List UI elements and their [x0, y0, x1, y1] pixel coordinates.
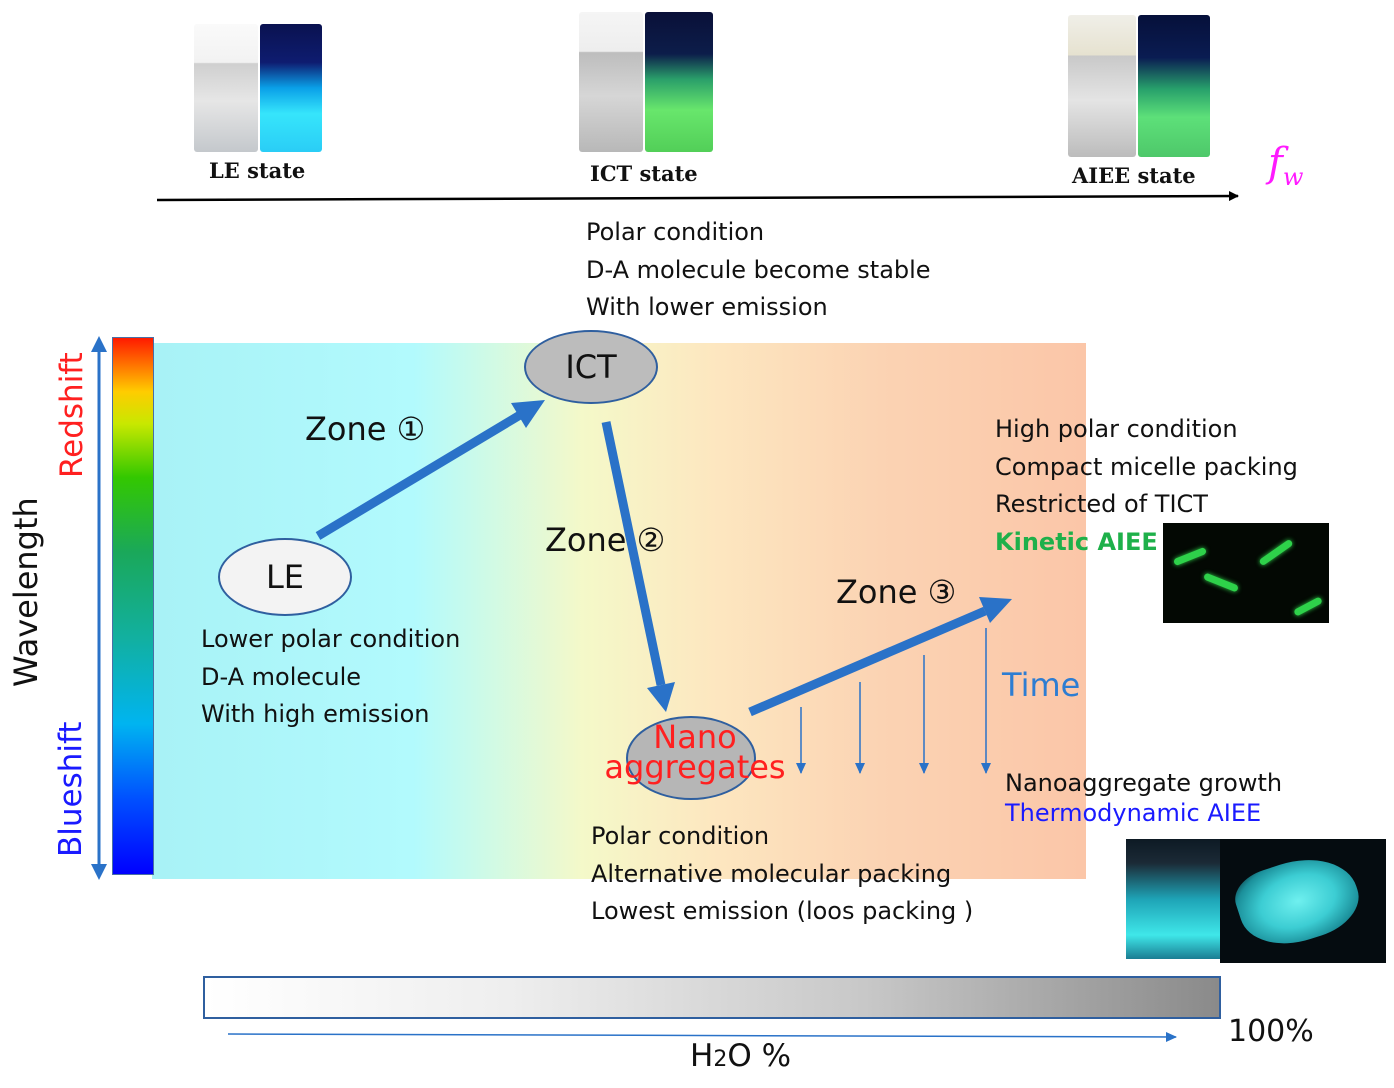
le-description-line-2: D-A molecule [201, 662, 361, 691]
fw-label: fw [1268, 140, 1303, 191]
ict-node: ICT [524, 330, 658, 404]
le-vial-daylight-photo [194, 24, 258, 152]
le-description-line-3: With high emission [201, 700, 430, 728]
ict-description: Polar condition D-A molecule become stab… [586, 214, 931, 327]
zone2-arrow-head [647, 682, 675, 712]
blueshift-label: Blueshift [53, 721, 89, 857]
green-rod-2 [1258, 538, 1294, 567]
zone3-arrow-shaft [748, 606, 987, 717]
zone1-arrow-head [511, 400, 545, 428]
time-label: Time [1002, 666, 1081, 704]
h2o-title-rest: O % [727, 1038, 792, 1074]
green-rod-3 [1202, 572, 1240, 593]
zone-2-label: Zone ② [545, 521, 666, 559]
ict-vial-daylight-photo [579, 12, 643, 152]
aiee-vial-daylight-photo [1068, 15, 1136, 157]
thermodynamic-description-line-1: Nanoaggregate growth [1005, 769, 1283, 797]
aiee-state-label: AIEE state [1072, 163, 1196, 188]
zone2-arrow-shaft [601, 421, 666, 686]
kinetic-description-line-3: Restricted of TICT [995, 490, 1208, 518]
nano-description-line-1: Polar condition [591, 822, 770, 850]
le-node: LE [218, 538, 352, 616]
crystal-cluster [1228, 844, 1368, 958]
le-state-label: LE state [209, 158, 306, 183]
kinetic-description-line-1: High polar condition [995, 415, 1238, 443]
h2o-end-label: 100% [1228, 1014, 1314, 1049]
nano-node-label-line-1: Nano [653, 718, 737, 756]
thermodynamic-tubes-photo [1126, 839, 1220, 959]
redshift-label: Redshift [54, 352, 90, 478]
kinetic-aiee-label: Kinetic AIEE [995, 527, 1158, 556]
le-vial-uv-photo [260, 24, 322, 152]
nano-description-line-2: Alternative molecular packing [591, 859, 952, 888]
zone3-arrow-head [979, 597, 1012, 623]
nano-node-label-line-2: aggregates [604, 748, 786, 786]
h2o-gradient-bar [203, 976, 1221, 1019]
spectrum-bar [112, 337, 154, 875]
nano-node [626, 716, 756, 800]
h2o-title-sub: 2 [713, 1047, 728, 1072]
wavelength-axis-title: Wavelength [7, 497, 45, 687]
wavelength-axis-bottom-head [91, 864, 107, 880]
wavelength-axis-top-head [91, 336, 107, 352]
le-description-line-1: Lower polar condition [201, 625, 461, 653]
ict-description-line-1: Polar condition [586, 218, 765, 246]
kinetic-description-line-2: Compact micelle packing [995, 452, 1298, 481]
thermodynamic-crystals-photo [1220, 839, 1386, 963]
le-description: Lower polar condition D-A molecule With … [201, 621, 460, 734]
aiee-vial-uv-photo [1138, 15, 1210, 157]
ict-state-label: ICT state [590, 161, 698, 186]
kinetic-description: High polar condition Compact micelle pac… [995, 411, 1298, 561]
green-rod-4 [1293, 596, 1323, 617]
thermodynamic-description: Nanoaggregate growth Thermodynamic AIEE [1005, 768, 1282, 828]
fw-axis-line [156, 191, 1239, 202]
ict-vial-uv-photo [645, 12, 713, 152]
fw-label-f: f [1268, 140, 1283, 186]
green-rod-1 [1172, 546, 1208, 567]
ict-description-line-3: With lower emission [586, 293, 828, 321]
h2o-title-h: H [690, 1038, 714, 1074]
zone-1-label: Zone ① [305, 410, 426, 448]
nano-node-label: Nano aggregates [600, 718, 790, 786]
ict-description-line-2: D-A molecule become stable [586, 255, 931, 284]
kinetic-aiee-microscopy-image [1163, 523, 1329, 623]
h2o-axis-line [227, 1031, 1177, 1042]
zone1-arrow-shaft [315, 411, 523, 540]
thermodynamic-aiee-label: Thermodynamic AIEE [1005, 799, 1262, 827]
zone-3-label: Zone ③ [836, 573, 957, 611]
h2o-axis-title: H2O % [690, 1038, 791, 1074]
nano-description: Polar condition Alternative molecular pa… [591, 818, 973, 931]
nano-description-line-3: Lowest emission (loos packing ) [591, 897, 974, 925]
fw-label-w: w [1282, 163, 1304, 191]
